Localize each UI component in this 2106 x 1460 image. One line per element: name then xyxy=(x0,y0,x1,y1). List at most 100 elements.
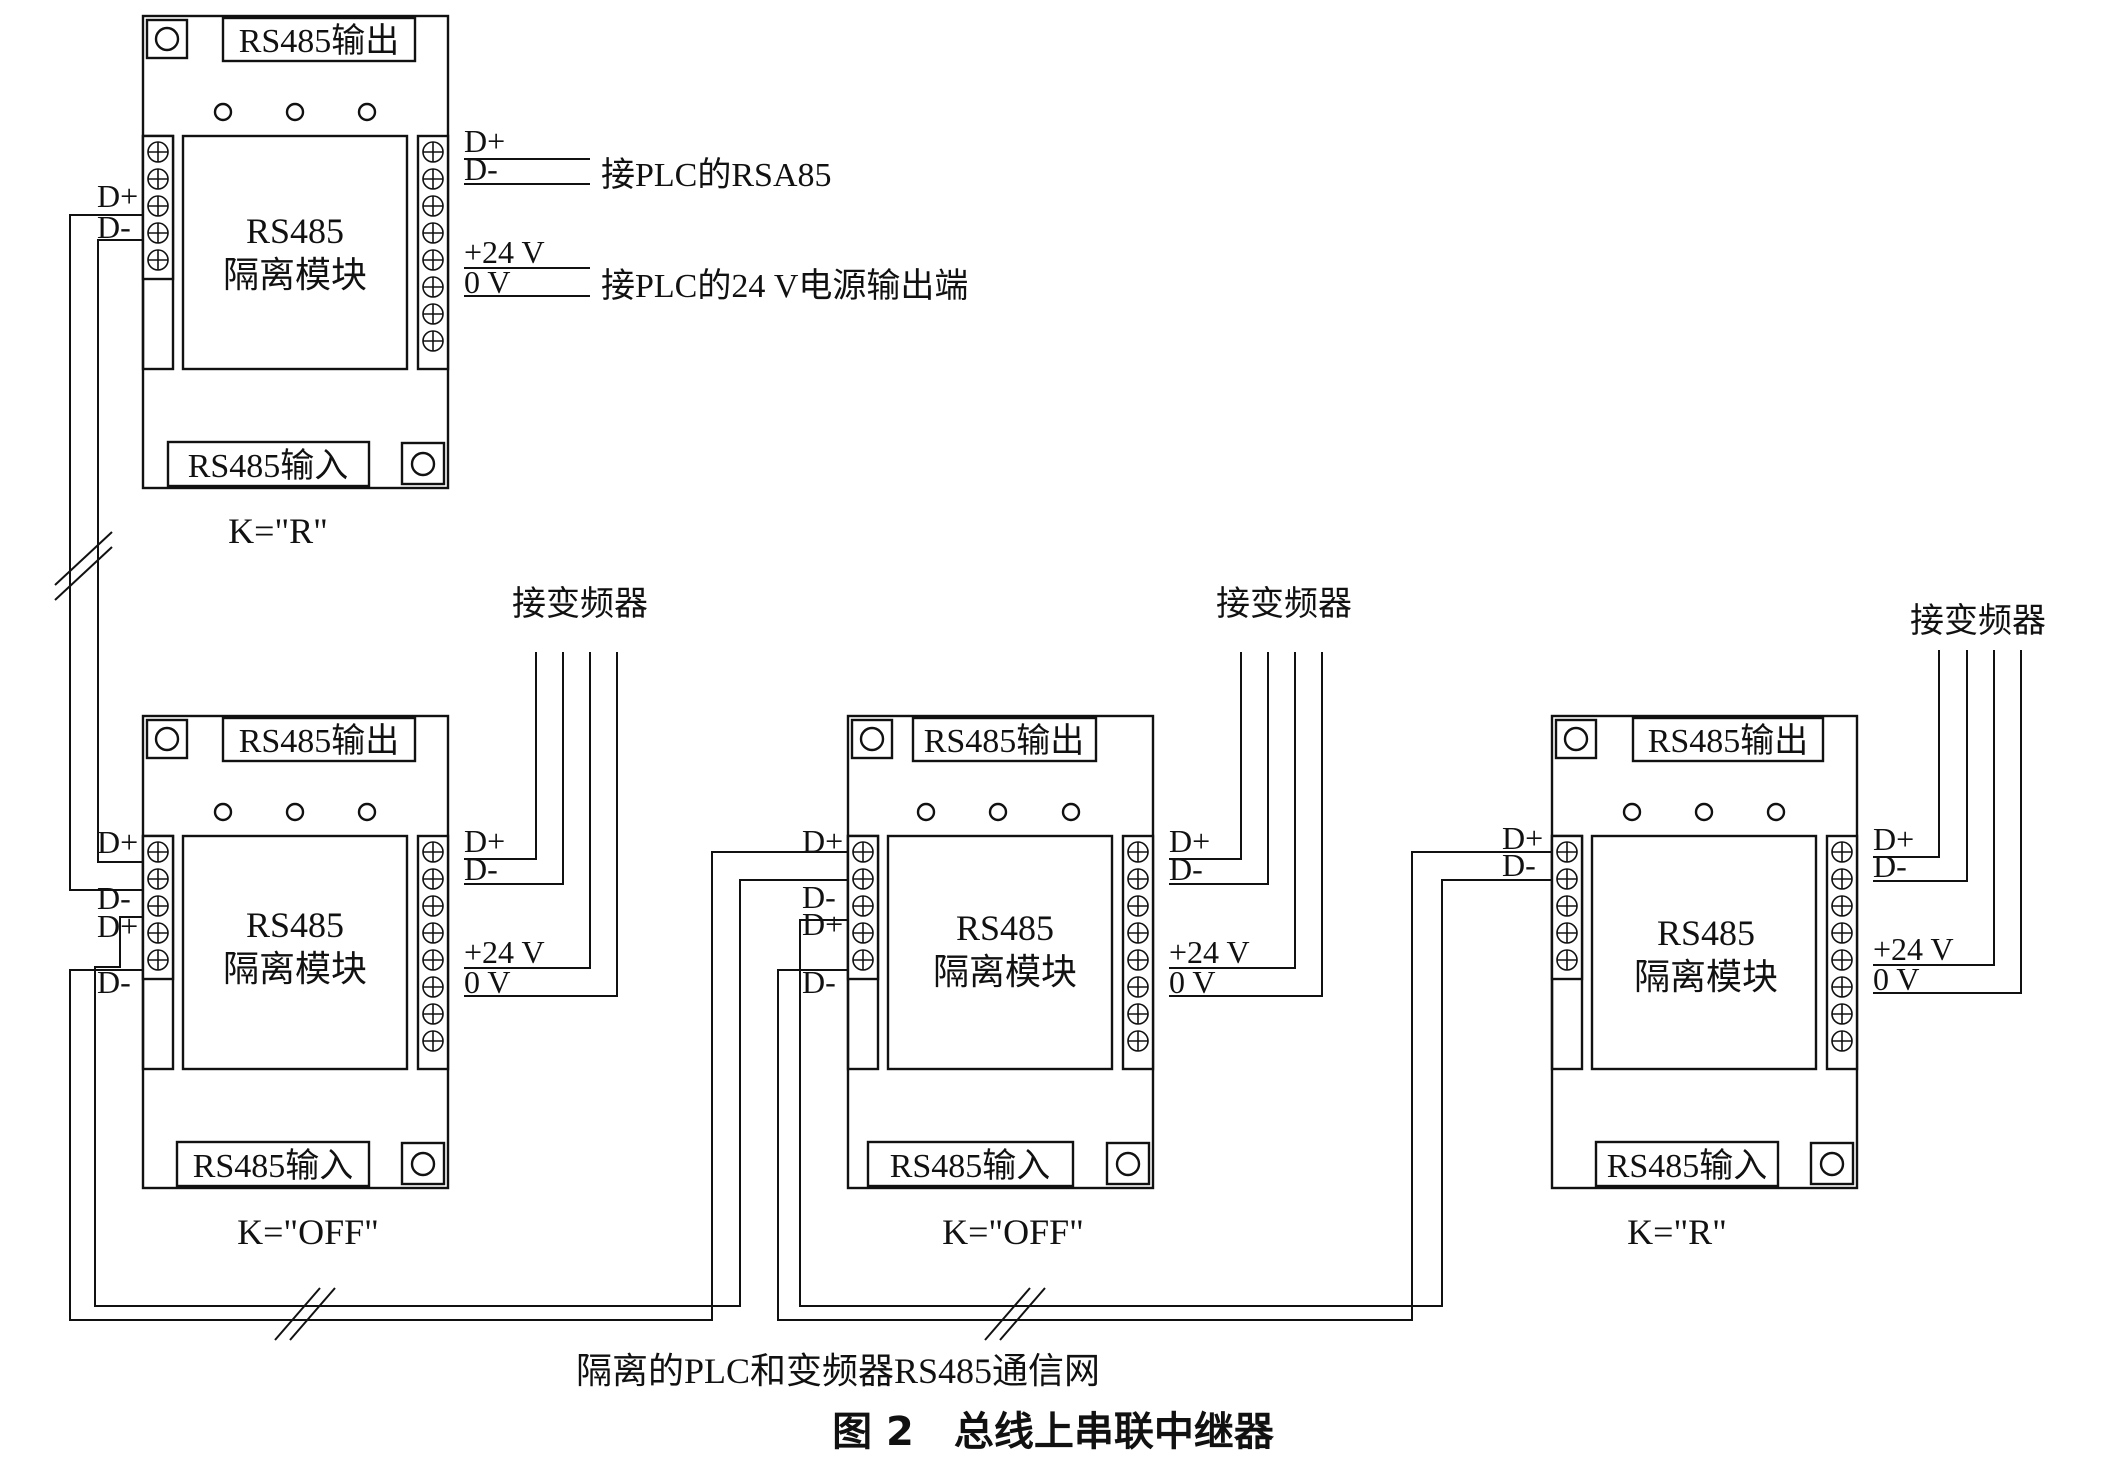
right-pin-label: +24 V xyxy=(464,234,545,270)
terminal-screw xyxy=(422,841,444,863)
mounting-hole xyxy=(1809,1141,1855,1186)
right-pin-label: 0 V xyxy=(464,264,511,300)
output-label-box xyxy=(911,716,1098,763)
inverter-wire xyxy=(464,652,537,860)
right-pin-label: D- xyxy=(1169,851,1203,887)
terminal-screw xyxy=(422,895,444,917)
output-label-box xyxy=(221,16,417,63)
module-name-line2: 隔离模块 xyxy=(223,255,367,295)
inverter-wire xyxy=(1169,652,1296,969)
left-pin-label: D+ xyxy=(97,178,138,214)
isolation-module-3: RS485输出 RS485 隔离模块 RS485输入 K="OFF" D+ D-… xyxy=(802,585,1352,1252)
status-led xyxy=(285,102,305,122)
module-name-line1: RS485 xyxy=(1657,913,1755,953)
left-pin-label: D+ xyxy=(802,906,843,942)
connection-label: 接变频器 xyxy=(1910,602,2046,640)
input-label: RS485输入 xyxy=(890,1147,1051,1185)
right-pin-label: 0 V xyxy=(464,964,511,1000)
bus-wire xyxy=(69,851,848,1321)
terminal-screw xyxy=(852,841,874,863)
mounting-hole xyxy=(410,1151,436,1177)
terminal-screw xyxy=(422,1003,444,1025)
bus-wire xyxy=(94,879,848,1307)
k-switch-label: K="R" xyxy=(1627,1212,1727,1252)
inverter-wire xyxy=(1873,650,1995,966)
terminal-screw xyxy=(1556,895,1578,917)
mounting-hole xyxy=(145,18,189,60)
mounting-hole xyxy=(1819,1151,1845,1177)
mounting-hole xyxy=(154,26,180,52)
right-pin-label: D- xyxy=(464,851,498,887)
terminal-screw xyxy=(1127,868,1149,890)
terminal-screw xyxy=(1831,868,1853,890)
input-label-box xyxy=(866,1140,1075,1188)
module-name-line1: RS485 xyxy=(246,211,344,251)
output-label: RS485输出 xyxy=(239,22,400,60)
terminal-screw xyxy=(1127,922,1149,944)
mounting-hole xyxy=(400,441,446,486)
mounting-hole xyxy=(154,726,180,752)
terminal-screw xyxy=(422,1030,444,1052)
module-core xyxy=(886,834,1114,1071)
terminal-screw xyxy=(422,303,444,325)
status-led xyxy=(357,802,377,822)
module-name-line1: RS485 xyxy=(246,905,344,945)
output-label: RS485输出 xyxy=(924,722,1085,760)
terminal-screw xyxy=(1831,1003,1853,1025)
input-label: RS485输入 xyxy=(193,1147,354,1185)
wire-break-mark xyxy=(999,1287,1046,1341)
terminal-screw xyxy=(1127,949,1149,971)
network-caption: 隔离的PLC和变频器RS485通信网 xyxy=(576,1351,1100,1391)
terminal-screw xyxy=(147,222,169,244)
inverter-wire xyxy=(1169,652,1269,885)
terminal-screw xyxy=(852,868,874,890)
status-led xyxy=(213,802,233,822)
wire-break-mark xyxy=(274,1287,321,1341)
terminal-screw xyxy=(147,895,169,917)
status-led xyxy=(1694,802,1714,822)
terminal-screw xyxy=(422,249,444,271)
terminal-screw xyxy=(422,330,444,352)
input-label-box xyxy=(1594,1140,1780,1188)
connection-label: 接PLC的24 V电源输出端 xyxy=(601,267,968,305)
mounting-hole xyxy=(400,1141,446,1186)
status-led xyxy=(988,802,1008,822)
k-switch-label: K="OFF" xyxy=(942,1212,1084,1252)
connection-label: 接变频器 xyxy=(512,585,648,623)
module-name-line2: 隔离模块 xyxy=(933,952,1077,992)
terminal-screw xyxy=(852,949,874,971)
isolation-module-4: RS485输出 RS485 隔离模块 RS485输入 K="R" D+ D- D… xyxy=(1502,602,2046,1252)
terminal-screw xyxy=(422,195,444,217)
module-name-line2: 隔离模块 xyxy=(1634,957,1778,997)
wire-break-mark xyxy=(289,1287,336,1341)
inverter-wire xyxy=(1873,650,1968,882)
isolation-module-1: RS485输出 RS485 隔离模块 RS485输入 K="R" D+ D- D… xyxy=(97,14,968,551)
terminal-screw xyxy=(147,868,169,890)
terminal-screw xyxy=(1831,1030,1853,1052)
module-core xyxy=(181,834,409,1071)
terminal-screw xyxy=(422,276,444,298)
right-pin-label: +24 V xyxy=(1873,931,1954,967)
terminal-screw xyxy=(422,168,444,190)
input-label-box xyxy=(166,440,371,488)
inverter-wire xyxy=(1169,652,1242,860)
status-led xyxy=(1622,802,1642,822)
inverter-wire xyxy=(464,652,564,885)
bus-wire xyxy=(799,879,1552,1307)
terminal-screw xyxy=(422,222,444,244)
output-label-box xyxy=(1631,716,1825,763)
right-pin-label: D+ xyxy=(464,823,505,859)
right-pin-label: 0 V xyxy=(1873,961,1920,997)
terminal-screw xyxy=(1127,976,1149,998)
module-name-line2: 隔离模块 xyxy=(223,949,367,989)
output-label: RS485输出 xyxy=(239,722,400,760)
figure-title: 图 2 总线上串联中继器 xyxy=(832,1409,1275,1455)
terminal-screw xyxy=(852,922,874,944)
module-board xyxy=(141,14,450,490)
right-pin-label: +24 V xyxy=(464,934,545,970)
terminal-screw xyxy=(1127,1030,1149,1052)
bus-wire xyxy=(777,851,1552,1321)
terminal-screw xyxy=(147,949,169,971)
bus-wire xyxy=(97,239,143,863)
